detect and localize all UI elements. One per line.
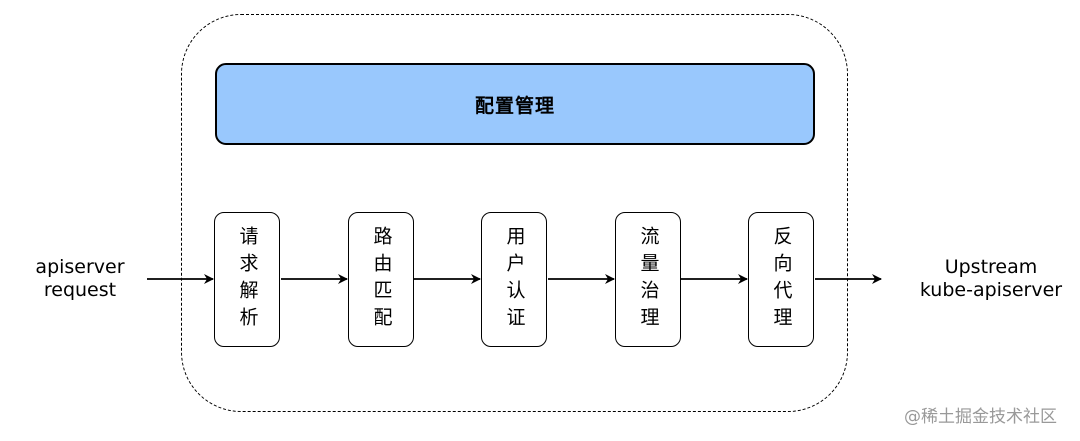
stage-reverse-proxy: 反向代理 <box>748 212 814 347</box>
config-management-box: 配置管理 <box>215 63 815 145</box>
output-label-line1: Upstream <box>944 256 1038 278</box>
stage-request-parsing: 请求解析 <box>214 212 280 347</box>
stage-label: 路由匹配 <box>370 225 393 334</box>
config-management-label: 配置管理 <box>474 94 555 117</box>
stage-traffic-governance: 流量治理 <box>615 212 681 347</box>
watermark-text: @稀土掘金技术社区 <box>904 407 1057 427</box>
input-label-line1: apiserver <box>35 256 125 278</box>
gateway-boundary <box>181 14 848 412</box>
input-label: apiserver request <box>34 256 126 302</box>
input-label-line2: request <box>43 279 117 301</box>
stage-label: 用户认证 <box>503 225 526 334</box>
output-label-line2: kube-apiserver <box>919 279 1063 301</box>
stage-label: 请求解析 <box>236 225 259 334</box>
stage-route-matching: 路由匹配 <box>348 212 414 347</box>
stage-label: 反向代理 <box>770 225 793 334</box>
stage-user-auth: 用户认证 <box>481 212 547 347</box>
output-label: Upstream kube-apiserver <box>905 256 1077 302</box>
stage-label: 流量治理 <box>637 225 660 334</box>
